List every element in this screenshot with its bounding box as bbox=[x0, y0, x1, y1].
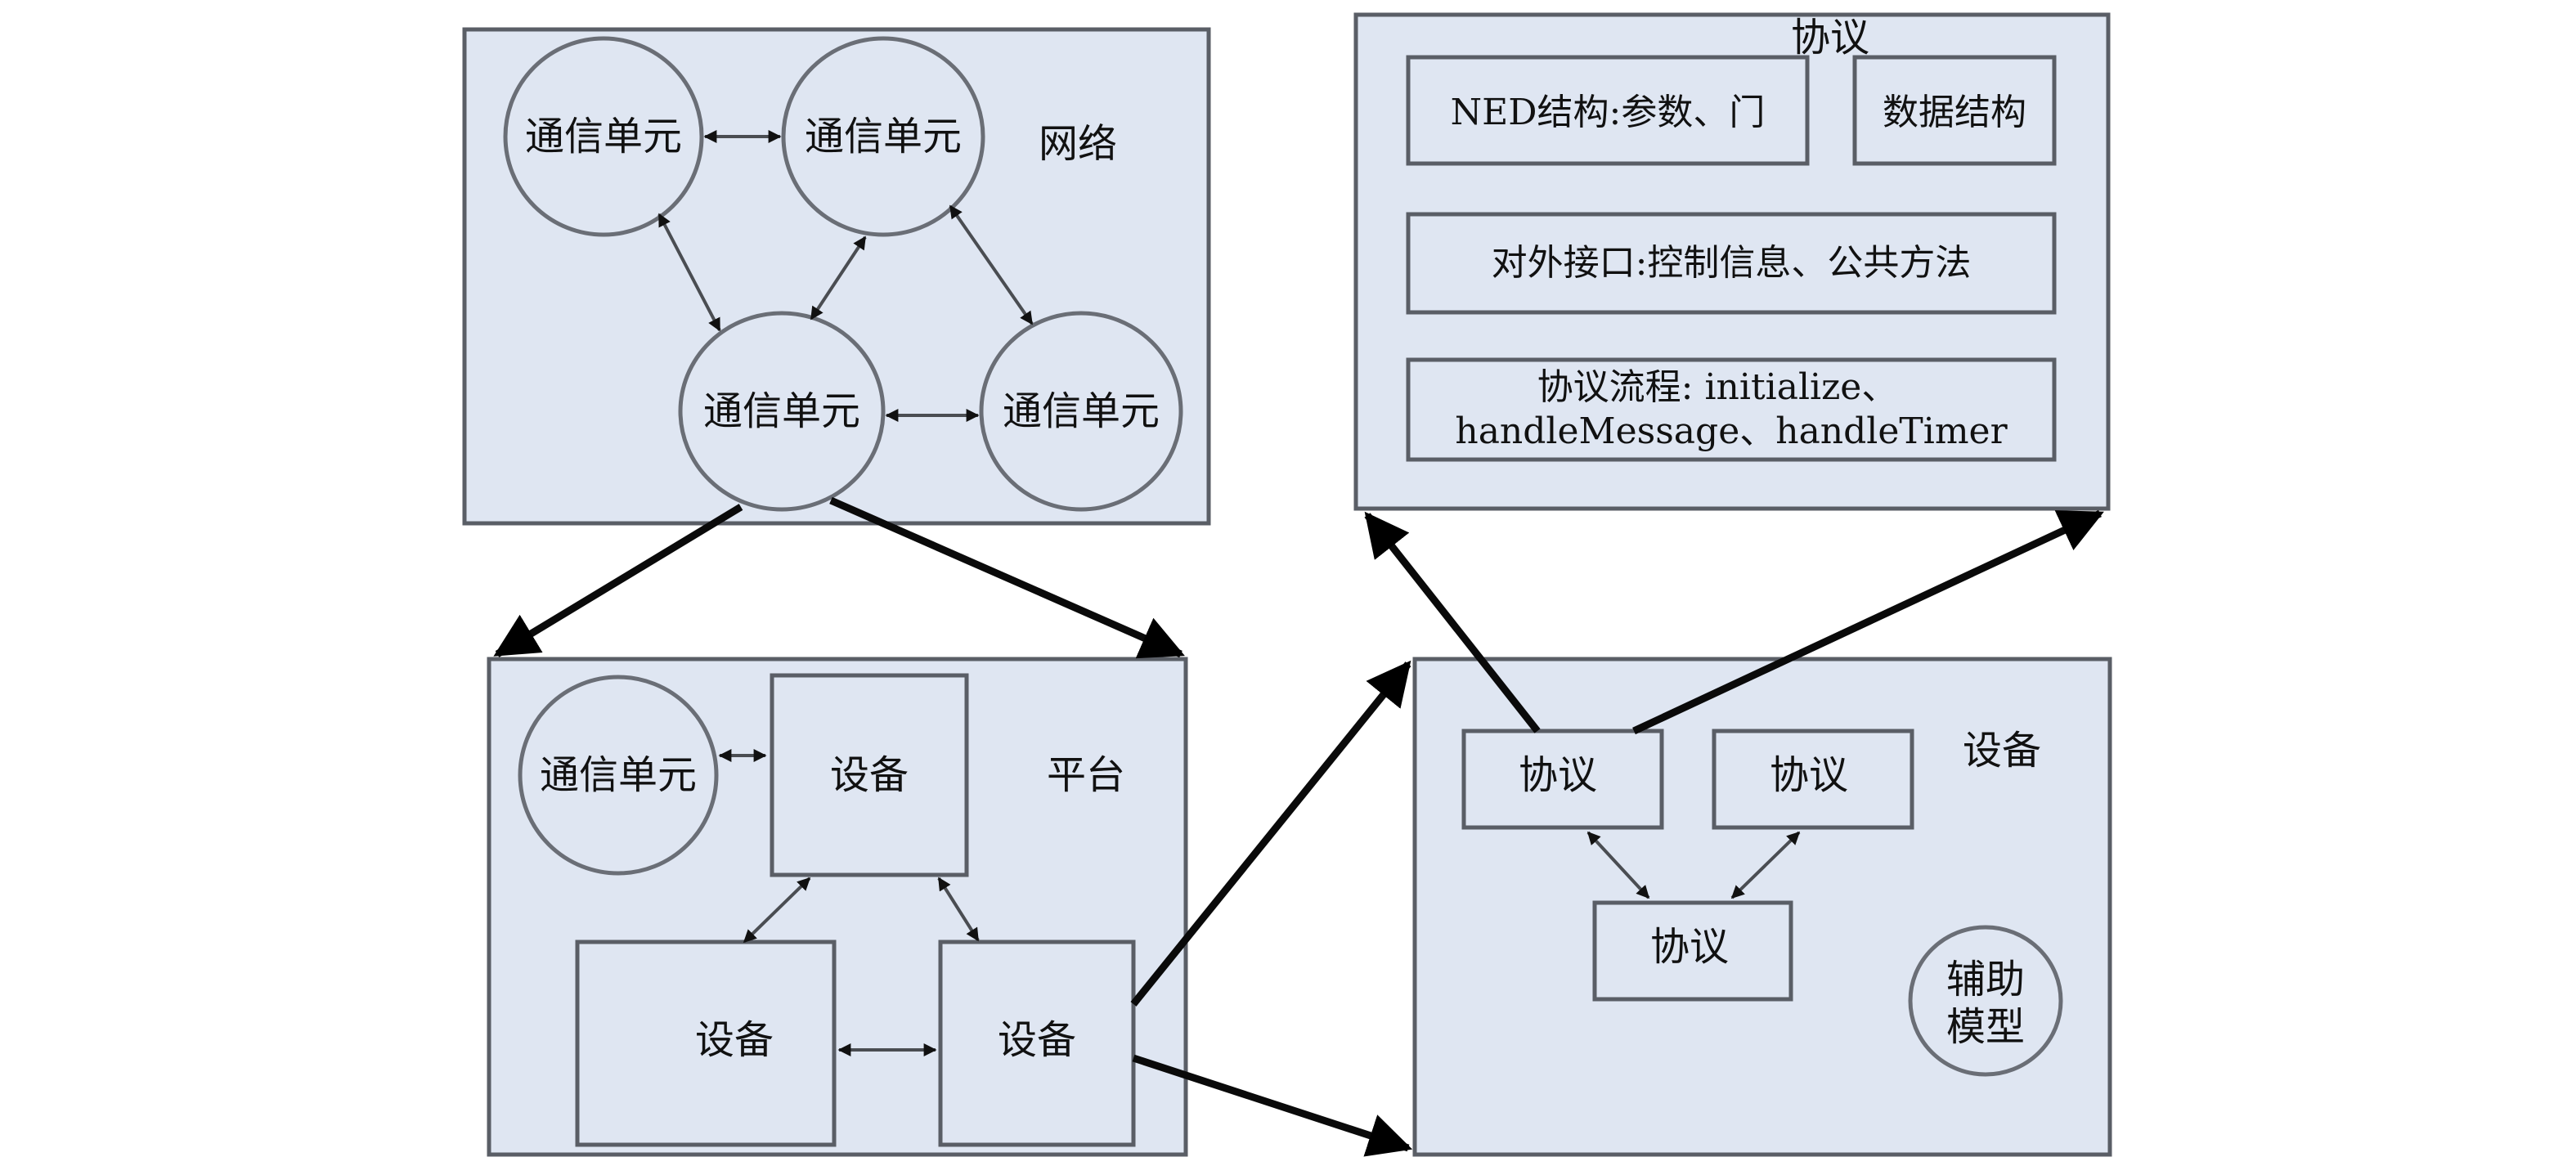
ned-structure-box bbox=[1406, 55, 1810, 166]
comm-unit-label: 通信单元 bbox=[525, 114, 682, 159]
link-arrow bbox=[937, 877, 980, 942]
external-interface-box bbox=[1406, 212, 2057, 315]
protocol-box bbox=[1592, 900, 1793, 1002]
aux-model-line2: 模型 bbox=[1946, 1004, 2025, 1050]
device-label: 设备 bbox=[830, 752, 909, 798]
data-structure-box bbox=[1852, 55, 2057, 166]
comm-unit-node bbox=[979, 311, 1183, 512]
aux-model-line1: 辅助 bbox=[1946, 957, 2025, 1002]
protocol-label: 协议 bbox=[1650, 924, 1729, 970]
aux-model-node bbox=[1908, 925, 2063, 1077]
protocol-flow-line2: handleMessage、handleTimer bbox=[1455, 410, 2008, 452]
comm-unit-node bbox=[518, 675, 719, 876]
device-label: 设备 bbox=[998, 1017, 1076, 1063]
platform-title: 平台 bbox=[1047, 752, 1125, 798]
device-box bbox=[770, 673, 969, 877]
data-structure-label: 数据结构 bbox=[1883, 92, 2026, 133]
comm-unit-label: 通信单元 bbox=[1003, 388, 1160, 434]
expand-arrow bbox=[493, 504, 743, 657]
protocol-box bbox=[1461, 729, 1664, 830]
network-title: 网络 bbox=[1039, 121, 1117, 167]
external-interface-label: 对外接口:控制信息、公共方法 bbox=[1492, 242, 1972, 284]
protocol-label: 协议 bbox=[1770, 752, 1848, 798]
protocol-flow-box bbox=[1406, 357, 2057, 462]
expand-arrow bbox=[1632, 509, 2104, 735]
comm-unit-node bbox=[678, 311, 886, 512]
link-arrow bbox=[810, 235, 867, 321]
ned-structure-label: NED结构:参数、门 bbox=[1451, 92, 1766, 133]
protocol-title: 协议 bbox=[1791, 15, 1869, 61]
comm-unit-node bbox=[503, 36, 704, 237]
protocol-flow-line1: 协议流程: initialize、 bbox=[1537, 366, 1898, 408]
comm-unit-node bbox=[781, 36, 985, 237]
protocol-label: 协议 bbox=[1519, 752, 1597, 798]
comm-unit-label: 通信单元 bbox=[703, 388, 860, 434]
expand-arrow bbox=[1132, 1054, 1413, 1157]
title-backdrop bbox=[1586, 18, 1750, 47]
link-arrow bbox=[1730, 831, 1801, 899]
expand-arrow bbox=[1364, 511, 1541, 733]
link-arrow bbox=[949, 204, 1034, 325]
link-arrow bbox=[743, 877, 811, 944]
comm-unit-label: 通信单元 bbox=[540, 752, 697, 798]
link-arrow bbox=[657, 213, 721, 332]
device-title: 设备 bbox=[1963, 728, 2041, 774]
device-label: 设备 bbox=[695, 1017, 774, 1063]
protocol-box bbox=[1712, 729, 1914, 830]
comm-unit-label: 通信单元 bbox=[805, 114, 962, 159]
device-box bbox=[575, 940, 837, 1147]
device-box bbox=[938, 940, 1136, 1147]
link-arrow bbox=[1586, 831, 1650, 899]
expand-arrow bbox=[1130, 660, 1411, 1007]
expand-arrow bbox=[829, 496, 1185, 659]
